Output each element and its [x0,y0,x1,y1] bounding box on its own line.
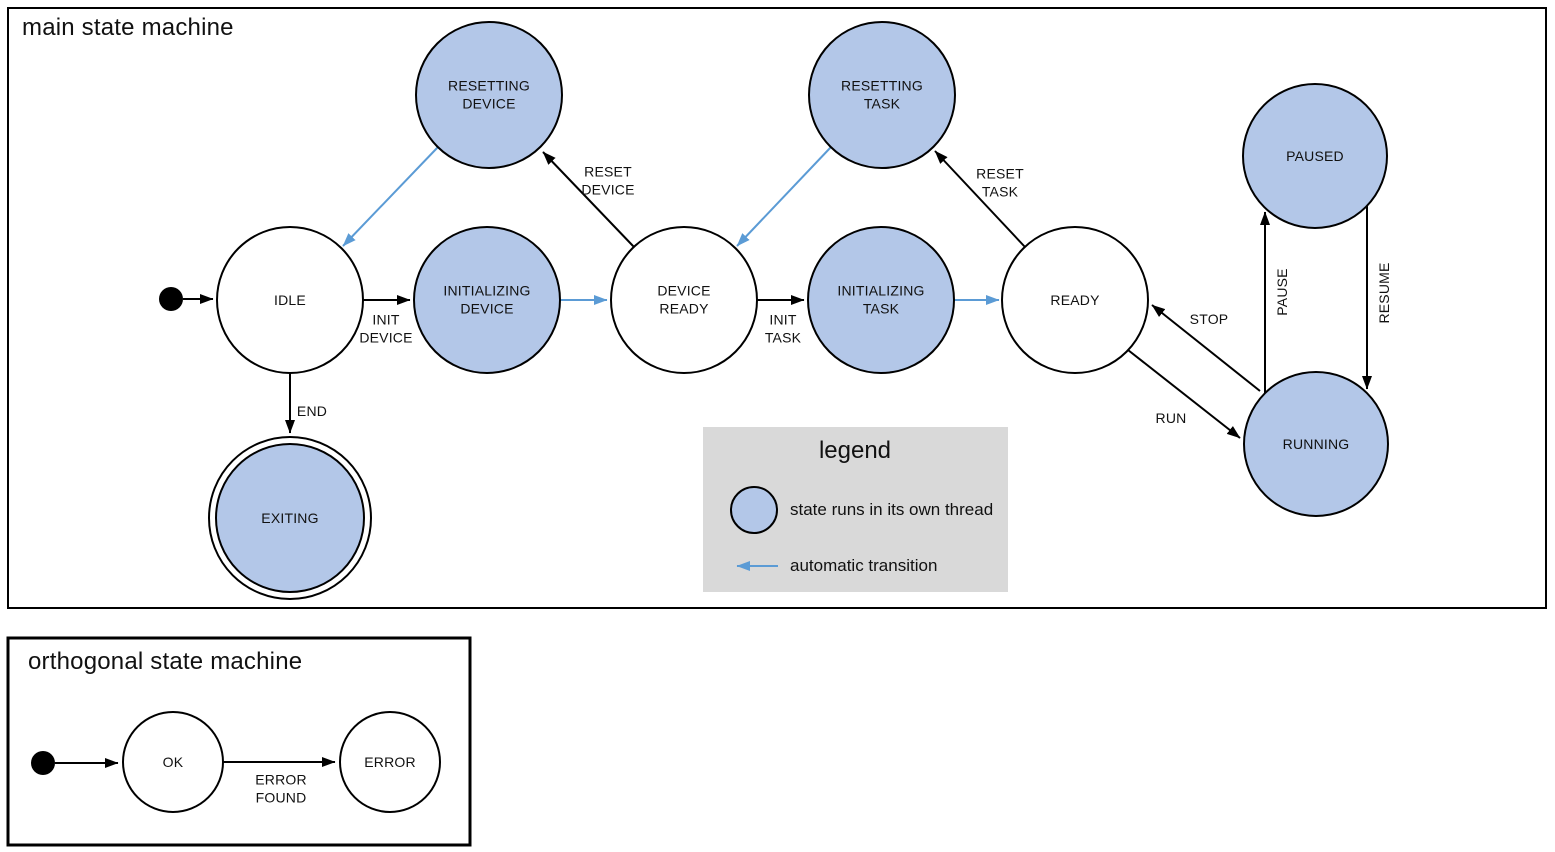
orthogonal-panel-frame [6,636,472,847]
state-error-label: ERROR [364,753,416,770]
transition-end-label: END [296,402,328,419]
main-panel-frame [7,7,1547,609]
edge-resetting-device-to-idle [342,146,439,247]
state-initializing-task-label: INITIALIZING TASK [837,282,925,317]
state-resetting-task-label: RESETTING TASK [841,77,923,112]
state-ok [122,711,224,813]
state-paused-label: PAUSED [1286,147,1344,164]
transition-resume-label: RESUME [1375,262,1392,324]
state-resetting-task [808,21,956,169]
edge-resetting-task-to-device-ready [736,146,832,247]
transition-reset-task-label: RESET TASK [976,165,1024,200]
edge-running-to-ready [1151,304,1261,392]
state-device-ready-label: DEVICE READY [657,282,711,317]
legend-auto-transition-label: automatic transition [790,556,938,575]
state-running-label: RUNNING [1282,435,1350,452]
initial-state-dot-orthogonal [31,751,55,775]
state-initializing-device [413,226,561,374]
state-idle-label: IDLE [274,291,306,308]
state-resetting-device-label: RESETTING DEVICE [448,77,530,112]
orthogonal-panel-title: orthogonal state machine [28,648,303,675]
main-panel-title: main state machine [22,14,234,41]
state-device-ready [610,226,758,374]
legend-thread-state-label: state runs in its own thread [790,500,994,519]
state-exiting [215,443,365,593]
state-idle [216,226,364,374]
state-ok-label: OK [162,753,184,770]
state-ready [1001,226,1149,374]
state-initializing-device-label: INITIALIZING DEVICE [443,282,531,317]
transition-run-label: RUN [1155,409,1187,426]
edge-ready-to-running [1127,349,1241,439]
initial-state-dot-main [159,287,183,311]
state-running [1243,371,1389,517]
transition-pause-label: PAUSE [1273,268,1290,316]
transition-init-task-label: INIT TASK [764,311,802,346]
transition-reset-device-label: RESET DEVICE [581,163,635,198]
state-resetting-device [415,21,563,169]
state-paused [1242,83,1388,229]
edge-device-ready-to-resetting-device [542,151,635,248]
legend-title: legend [818,437,892,464]
state-exiting-label: EXITING [261,509,319,526]
transition-error-found-label: ERROR FOUND [255,771,307,806]
state-initializing-task [807,226,955,374]
state-ready-label: READY [1050,291,1100,308]
edge-ready-to-resetting-task [934,150,1026,248]
state-error [339,711,441,813]
transition-init-device-label: INIT DEVICE [359,311,413,346]
legend-thread-state-icon [730,486,778,534]
transition-stop-label: STOP [1189,310,1229,327]
